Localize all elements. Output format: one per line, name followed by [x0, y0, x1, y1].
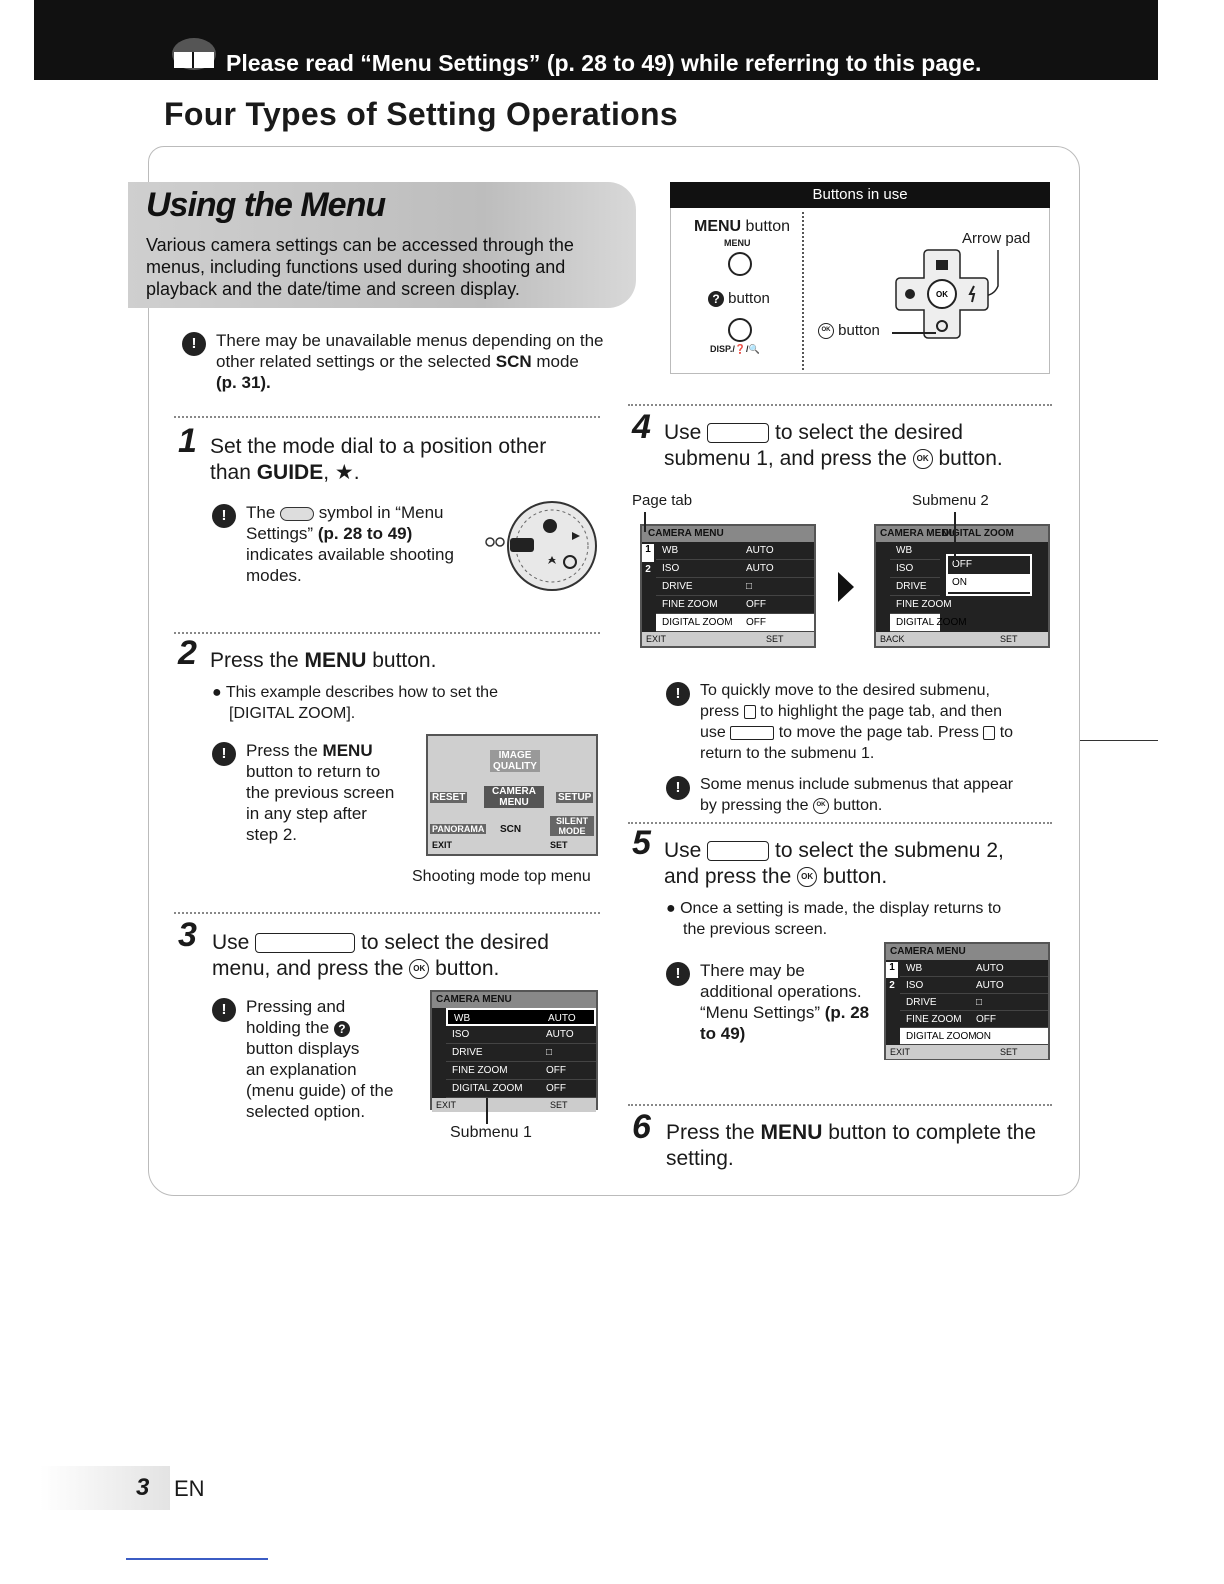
up-down-keys-icon — [730, 725, 775, 740]
up-down-keys-icon — [707, 841, 770, 862]
step-5-note: ! There may be additional operations. “M… — [666, 960, 878, 1044]
arrow-pad-icon[interactable]: OK — [890, 246, 1010, 346]
step-1-note: ! The symbol in “Menu Settings” (p. 28 t… — [212, 502, 472, 586]
intro-note: ! There may be unavailable menus dependi… — [182, 330, 622, 393]
buttons-panel-heading: Buttons in use — [670, 182, 1050, 208]
page-number-tab — [40, 1466, 170, 1510]
note-icon: ! — [666, 776, 690, 800]
note-icon: ! — [666, 682, 690, 706]
arrow-keys-icon — [255, 933, 356, 954]
ok-func-icon: OK — [409, 959, 430, 980]
menu-button-icon[interactable] — [728, 252, 752, 276]
step-5-number: 5 — [632, 824, 651, 862]
step-1-text: Set the mode dial to a position other th… — [210, 435, 547, 484]
note-icon: ! — [212, 742, 236, 766]
header-text: Please read “Menu Settings” (p. 28 to 49… — [226, 50, 982, 76]
step-4-note-2: ! Some menus include submenus that appea… — [666, 774, 1046, 816]
panel-divider — [802, 212, 804, 370]
page-title: Four Types of Setting Operations — [164, 96, 678, 132]
note-icon: ! — [212, 504, 236, 528]
step-2-bullet: ● This example describes how to set the … — [212, 684, 498, 722]
mode-symbol-icon — [280, 506, 315, 521]
step-6-text: Press the MENU button to complete the se… — [666, 1121, 1037, 1170]
submenu-1-caption: Submenu 1 — [450, 1124, 532, 1141]
bottom-rule — [126, 1558, 268, 1560]
page-tab-caption: Page tab — [632, 492, 693, 509]
note-icon: ! — [212, 998, 236, 1022]
ok-button-label: OK button — [818, 322, 880, 340]
page-edge-tab — [1080, 740, 1158, 741]
step-5-text: Use to select the submenu 2, and press t… — [664, 839, 1004, 888]
help-button-label: ? button — [708, 290, 770, 308]
step-3-number: 3 — [178, 916, 197, 954]
language-label: EN — [174, 1476, 205, 1501]
step-3-text: Use to select the desired menu, and pres… — [212, 931, 549, 980]
up-down-keys-icon — [707, 423, 770, 444]
step-2-number: 2 — [178, 634, 197, 672]
arrow-pad-label: Arrow pad — [962, 230, 1031, 247]
submenu-2-caption: Submenu 2 — [912, 492, 989, 509]
note-icon: ! — [666, 962, 690, 986]
book-icon — [172, 38, 216, 70]
divider — [174, 416, 600, 418]
content-frame — [148, 146, 1080, 1196]
divider — [174, 912, 600, 914]
mode-dial-icon — [485, 501, 597, 591]
menu-button-label: MENU button — [694, 218, 791, 235]
step-6-number: 6 — [632, 1108, 651, 1146]
help-icon: ? — [708, 291, 724, 308]
step-2-text: Press the MENU button. — [210, 649, 437, 672]
left-key-icon — [743, 704, 756, 719]
step-1-number: 1 — [178, 422, 197, 460]
page-number: 3 — [136, 1474, 150, 1501]
callout-line — [644, 512, 646, 532]
ok-func-icon: OK — [812, 797, 829, 814]
ok-func-icon: OK — [912, 449, 933, 470]
divider — [628, 404, 1052, 406]
step-2-note: ! Press the MENU button to return to the… — [212, 740, 412, 845]
ok-func-icon: OK — [818, 323, 834, 340]
section-intro: Various camera settings can be accessed … — [146, 235, 574, 299]
right-key-icon — [983, 725, 996, 740]
svg-text:OK: OK — [936, 290, 948, 299]
note-icon: ! — [182, 332, 206, 356]
callout-line — [486, 1098, 488, 1124]
help-icon: ? — [333, 1020, 350, 1037]
step-4-note-1: ! To quickly move to the desired submenu… — [666, 680, 1046, 764]
top-menu-caption: Shooting mode top menu — [412, 868, 591, 885]
section-banner — [128, 182, 636, 308]
arrow-right-icon — [838, 572, 854, 602]
ok-func-icon: OK — [797, 867, 818, 888]
step-5-bullet: ● Once a setting is made, the display re… — [666, 900, 1002, 938]
divider — [628, 822, 1052, 824]
divider — [628, 1104, 1052, 1106]
callout-line — [892, 332, 936, 334]
step-3-note: ! Pressing and holding the ? button disp… — [212, 996, 412, 1122]
step-4-text: Use to select the desired submenu 1, and… — [664, 421, 1003, 470]
section-title: Using the Menu — [146, 186, 386, 224]
callout-line — [954, 512, 956, 566]
top-menu-screen: IMAGE QUALITY RESET CAMERA MENU SETUP PA… — [426, 734, 598, 856]
step-4-number: 4 — [632, 408, 651, 446]
help-button-icon[interactable] — [728, 318, 752, 342]
header-bar — [34, 0, 1158, 80]
divider — [174, 632, 600, 634]
